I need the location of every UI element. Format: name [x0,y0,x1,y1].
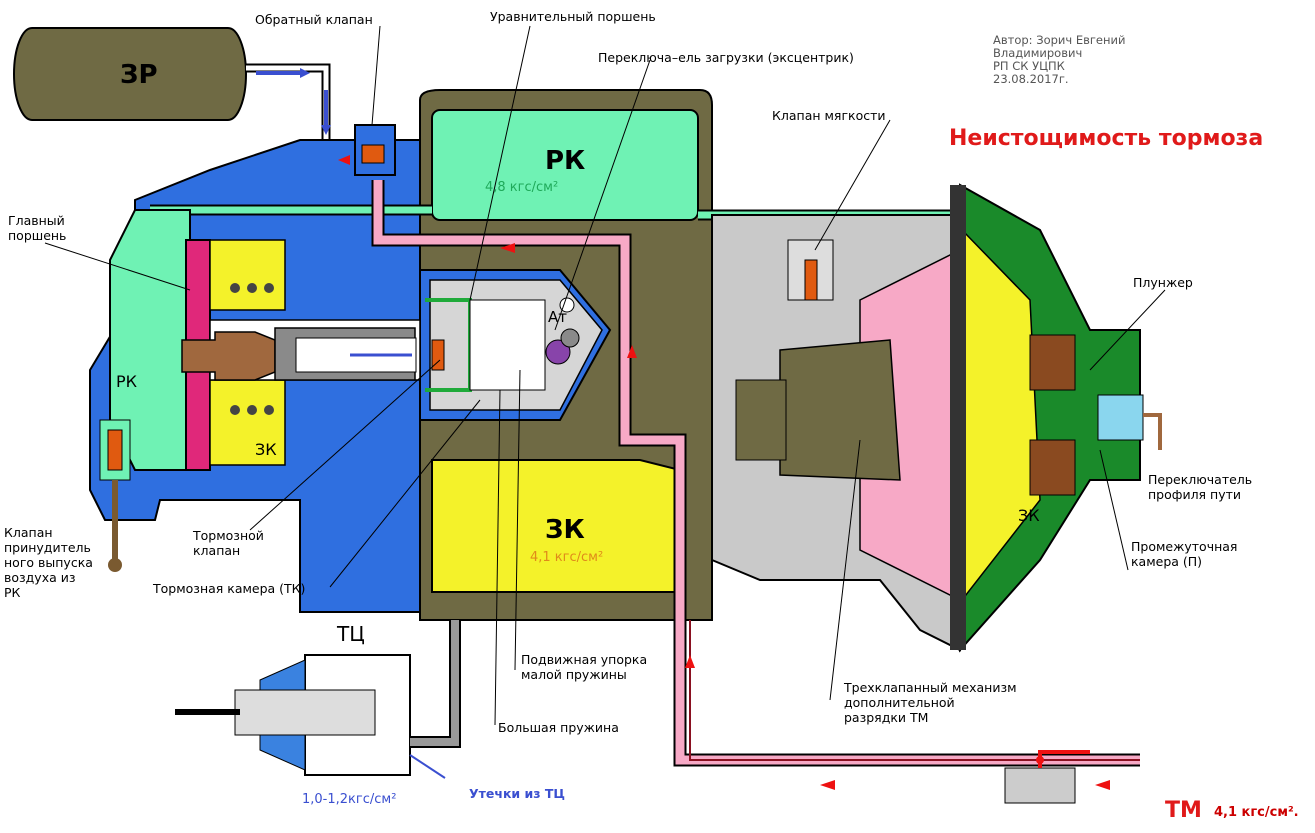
author-credit: Автор: Зорич Евгений Владимирович РП СК … [993,33,1126,86]
label-main-piston: Главный поршень [8,213,67,243]
label-brake-valve: Тормозной клапан [193,528,264,558]
label-load-switch: Переключа–ель загрузки (эксцентрик) [598,50,854,65]
tc-label: ТЦ [337,622,365,646]
right-gray-body [711,183,1162,653]
tm-label: ТМ [1165,798,1202,823]
label-three-valve: Трехклапанный механизм дополнительной ра… [844,680,1017,725]
label-big-spring: Большая пружина [498,720,619,735]
rk-chamber [431,109,699,221]
zk-right-label: ЗК [1018,506,1040,525]
label-equalizing-piston: Уравнительный поршень [490,9,656,24]
label-track-profile-switch: Переключатель профиля пути [1148,472,1253,502]
zr-reservoir [13,27,247,121]
label-check-valve: Обратный клапан [255,12,373,27]
label-plunger: Плунжер [1133,275,1193,290]
rk-pressure: 4,8 кгс/см² [485,180,559,195]
tm-valve [1004,750,1090,804]
forced-release-valve [99,419,131,572]
label-forced-release-valve: Клапан принудитель ного выпуска воздуха … [4,525,93,600]
zk-small-label: ЗК [255,440,277,459]
label-intermediate-chamber: Промежуточная камера (П) [1131,539,1238,569]
label-movable-stop: Подвижная упорка малой пружины [521,652,648,682]
tm-pressure: 4,1 кгс/см². [1214,805,1299,820]
zr-label: ЗР [120,60,158,90]
zr-pipe [246,63,331,148]
at-label: Ат [548,308,567,326]
label-brake-chamber: Тормозная камера (ТК) [153,581,306,596]
check-valve [338,124,396,176]
zk-pressure: 4,1 кгс/см² [530,550,604,565]
zk-big-label: ЗК [545,515,585,545]
softness-valve [787,239,834,301]
tc-cylinder [175,620,461,779]
rk-big-label: РК [545,146,586,176]
label-tc-leaks: Утечки из ТЦ [469,786,566,801]
equalizing-piston [425,297,580,392]
main-piston-group [109,209,445,471]
rk-small-label: РК [116,372,138,391]
label-softness-valve: Клапан мягкости [772,108,886,123]
leader-lines [44,25,1166,726]
tc-pressure: 1,0-1,2кгс/см² [302,792,397,807]
page-title: Неистощимость тормоза [949,126,1264,151]
